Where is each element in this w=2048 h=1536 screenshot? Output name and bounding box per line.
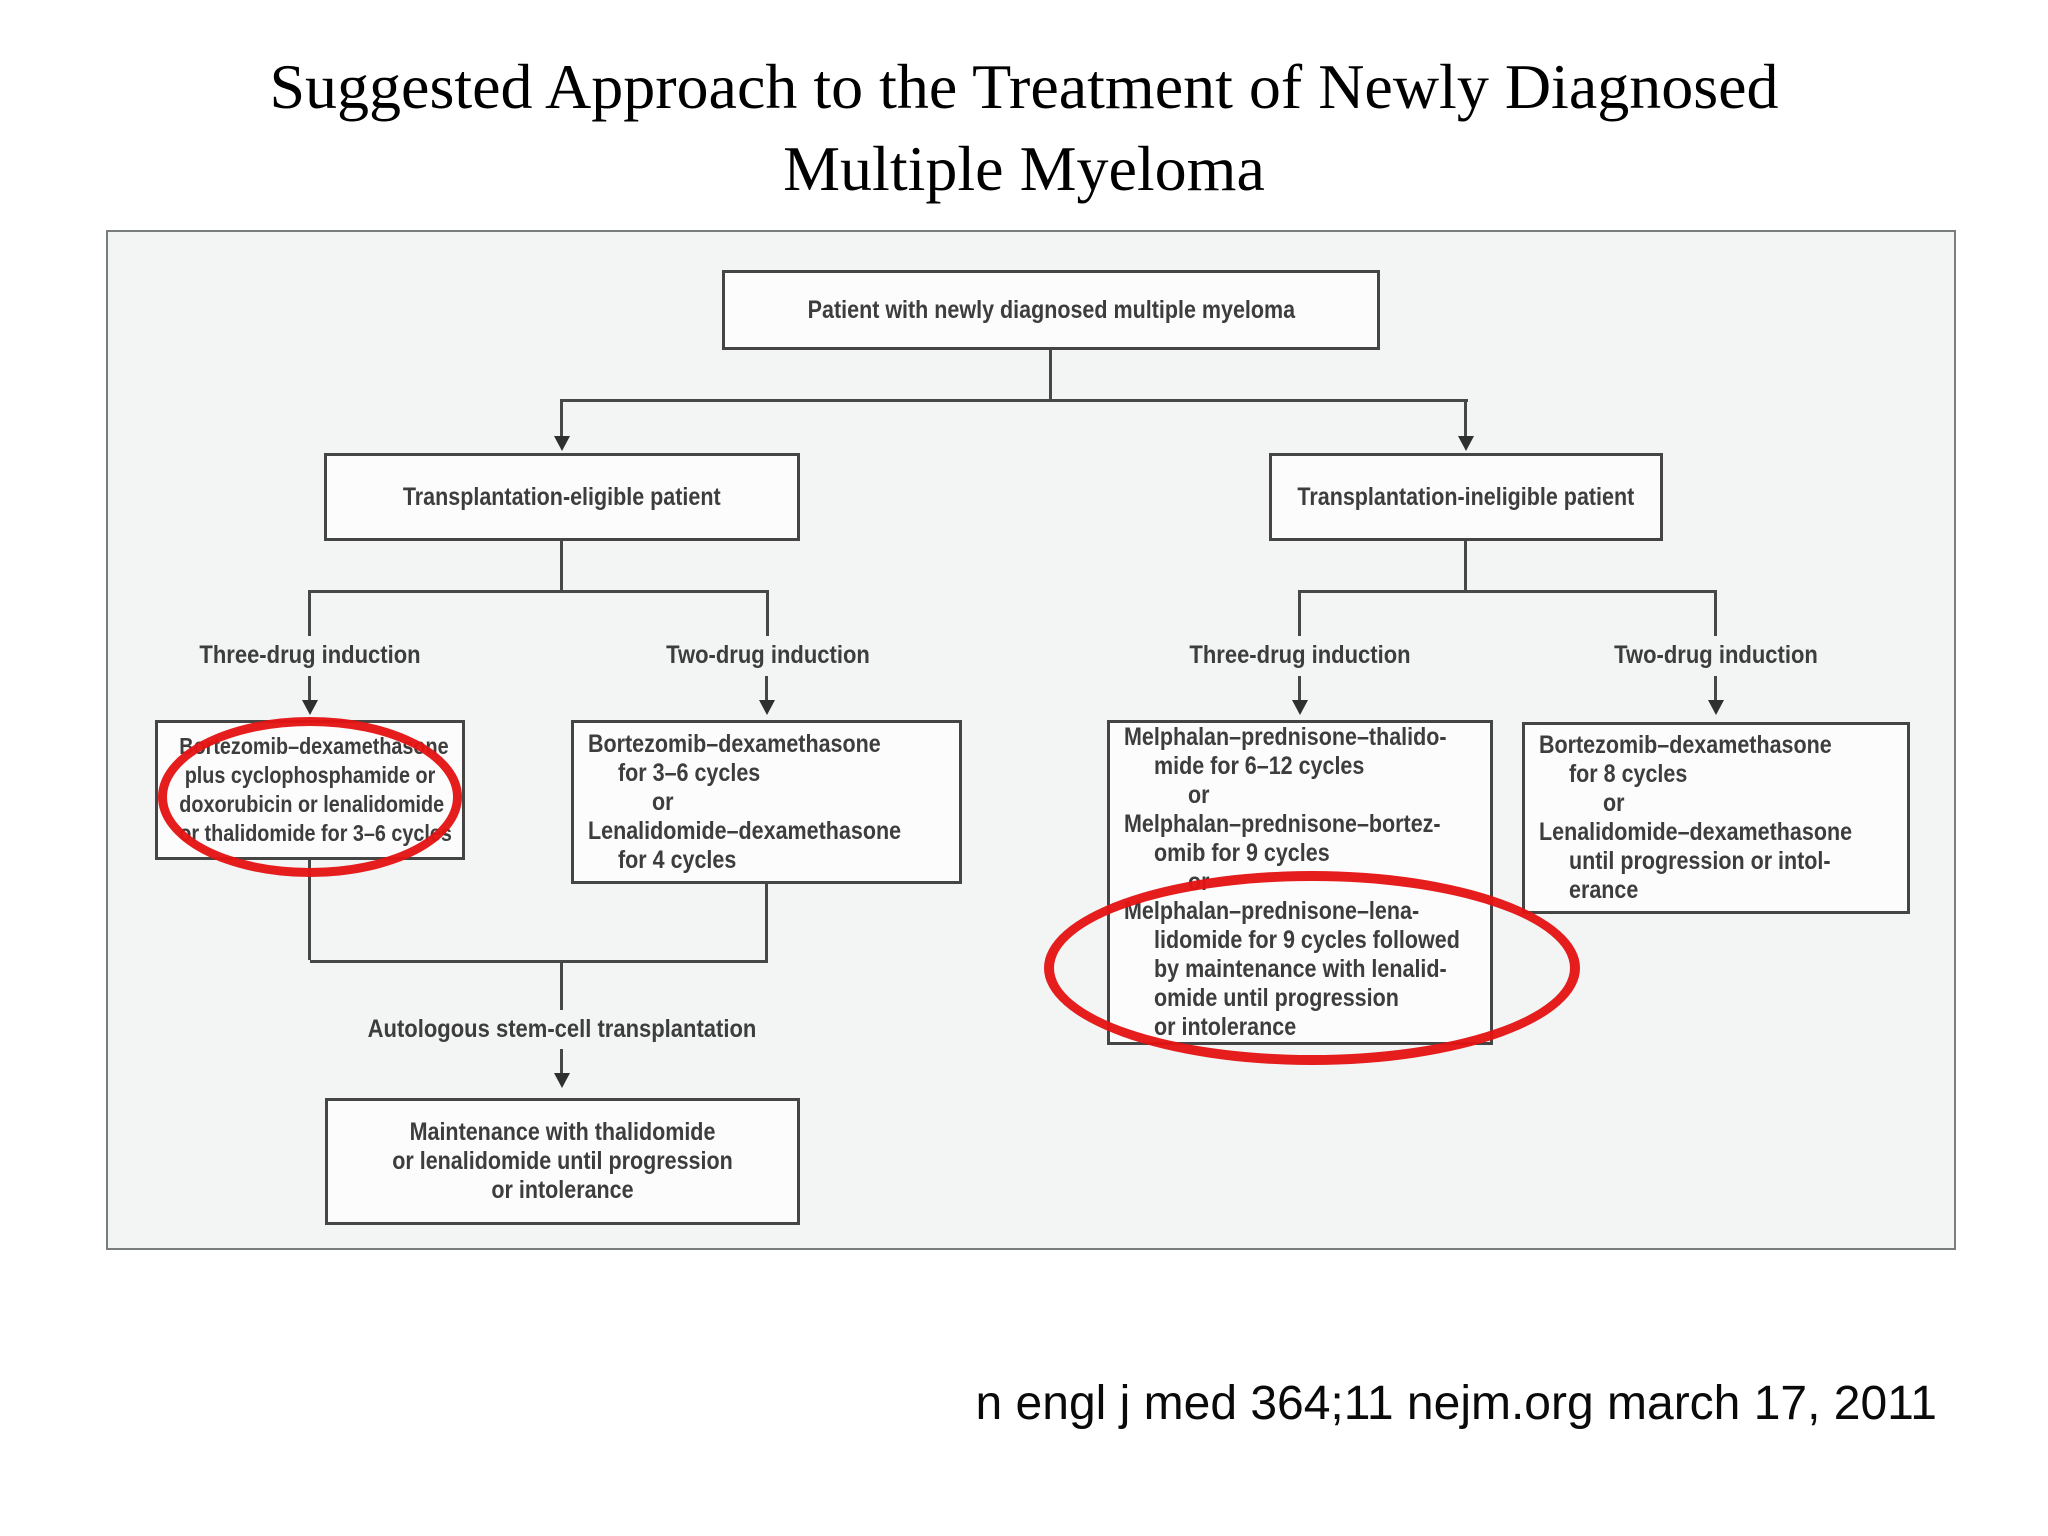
connector-line — [310, 590, 768, 593]
connector-line — [310, 960, 768, 963]
arrowhead-down-icon — [1292, 700, 1308, 715]
connector-line — [1714, 676, 1717, 702]
label-ineligible-three-drug: Three-drug induction — [1189, 641, 1411, 669]
arrowhead-down-icon — [1458, 436, 1474, 451]
flowchart-panel: Patient with newly diagnosed multiple my… — [106, 230, 1956, 1250]
page-title: Suggested Approach to the Treatment of N… — [0, 46, 2048, 210]
connector-line — [766, 590, 769, 636]
arrowhead-down-icon — [554, 436, 570, 451]
connector-line — [562, 399, 1468, 402]
connector-line — [308, 676, 311, 702]
arrowhead-down-icon — [554, 1073, 570, 1088]
arrowhead-down-icon — [302, 700, 318, 715]
node-transplant-eligible: Transplantation-eligible patient — [324, 453, 800, 541]
citation: n engl j med 364;11 nejm.org march 17, 2… — [975, 1377, 1937, 1430]
highlight-ellipse-mp-lenalidomide — [1044, 871, 1580, 1065]
arrowhead-down-icon — [759, 700, 775, 715]
connector-line — [1714, 590, 1717, 636]
connector-line — [765, 884, 768, 960]
connector-line — [308, 590, 311, 636]
label-ineligible-two-drug: Two-drug induction — [1614, 641, 1818, 669]
connector-line — [1464, 399, 1467, 438]
connector-line — [560, 399, 563, 438]
node-transplant-eligible-label: Transplantation-eligible patient — [403, 482, 721, 511]
label-eligible-three-drug: Three-drug induction — [199, 641, 421, 669]
connector-line — [560, 960, 563, 1010]
connector-line — [1298, 590, 1301, 636]
connector-line — [560, 1049, 563, 1075]
connector-line — [560, 541, 563, 590]
node-patient-label: Patient with newly diagnosed multiple my… — [807, 295, 1295, 324]
label-autologous-sct: Autologous stem-cell transplantation — [367, 1015, 757, 1043]
node-patient: Patient with newly diagnosed multiple my… — [722, 270, 1380, 350]
title-line-2: Multiple Myeloma — [783, 133, 1265, 204]
node-transplant-ineligible-label: Transplantation-ineligible patient — [1297, 482, 1635, 511]
title-line-1: Suggested Approach to the Treatment of N… — [269, 51, 1779, 122]
node-ineligible-two-drug-regimen: Bortezomib–dexamethasone for 8 cycles or… — [1522, 722, 1910, 914]
connector-line — [1049, 350, 1052, 399]
connector-line — [1298, 676, 1301, 702]
connector-line — [1464, 541, 1467, 590]
highlight-ellipse-eligible-three-drug — [158, 717, 462, 877]
connector-line — [1300, 590, 1716, 593]
connector-line — [765, 676, 768, 702]
node-transplant-ineligible: Transplantation-ineligible patient — [1269, 453, 1663, 541]
node-eligible-two-drug-regimen: Bortezomib–dexamethasone for 3–6 cycles … — [571, 720, 962, 884]
label-eligible-two-drug: Two-drug induction — [666, 641, 870, 669]
arrowhead-down-icon — [1708, 700, 1724, 715]
node-maintenance: Maintenance with thalidomide or lenalido… — [325, 1098, 800, 1225]
connector-line — [308, 860, 311, 960]
